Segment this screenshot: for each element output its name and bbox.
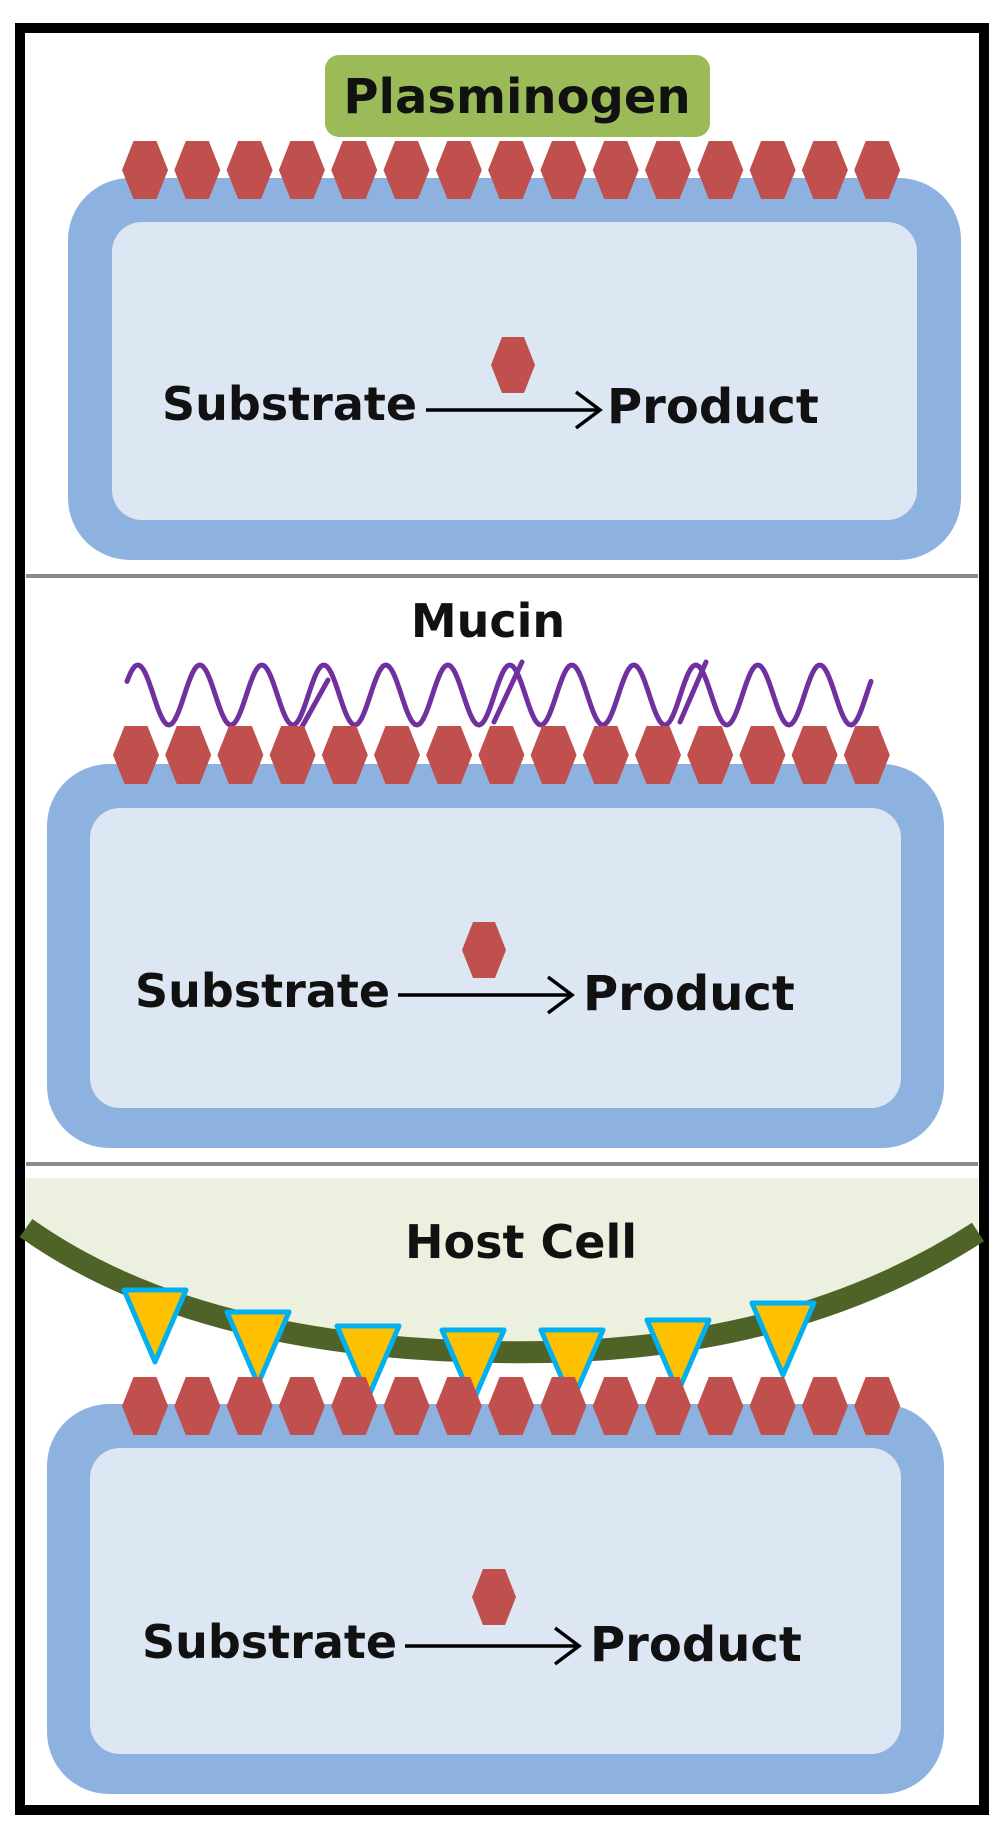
surface-enzyme-bottom-11: [645, 1377, 691, 1435]
host-receptor-7: [749, 1300, 817, 1378]
panel-plasminogen: Plasminogen Substrate Product: [68, 55, 961, 560]
surface-enzyme-top-2: [174, 141, 221, 199]
mucin-strand: [124, 662, 874, 728]
surface-enzyme-middle-1: [113, 726, 159, 784]
surface-enzyme-bottom-15: [854, 1377, 901, 1435]
product-label-1: Product: [607, 379, 819, 435]
surface-enzyme-middle-10: [582, 726, 629, 784]
surface-enzyme-top-6: [383, 141, 430, 199]
surface-enzyme-middle-6: [374, 726, 420, 784]
surface-enzyme-row-2: [113, 726, 890, 784]
reaction-arrowhead-2: [546, 975, 575, 1015]
mucin-crossover-1: [295, 677, 331, 737]
host-cell-cytoplasm: [26, 1178, 978, 1353]
host-receptor-4: [439, 1327, 507, 1405]
product-label-3: Product: [590, 1617, 802, 1673]
surface-enzyme-middle-12: [687, 726, 734, 784]
surface-enzyme-top-7: [435, 141, 482, 199]
product-label-2: Product: [583, 966, 795, 1022]
reaction-arrowhead-1: [574, 390, 603, 430]
plasminogen-label: Plasminogen: [343, 69, 690, 125]
surface-enzyme-row-3: [122, 1377, 901, 1435]
surface-enzyme-bottom-10: [592, 1377, 639, 1435]
surface-enzyme-bottom-6: [383, 1377, 430, 1435]
surface-enzyme-bottom-7: [435, 1377, 482, 1435]
surface-enzyme-middle-5: [321, 726, 368, 784]
panel-host-cell: Host Cell Substrate Product: [19, 1178, 984, 1794]
surface-enzyme-middle-14: [791, 726, 838, 784]
enzyme-3: [472, 1569, 516, 1625]
host-receptor-6: [644, 1317, 712, 1395]
surface-enzyme-top-8: [488, 141, 535, 199]
host-cell-label: Host Cell: [405, 1215, 637, 1269]
surface-enzyme-middle-9: [530, 726, 577, 784]
surface-enzyme-top-13: [749, 141, 796, 199]
surface-enzyme-middle-11: [635, 726, 681, 784]
surface-enzyme-middle-3: [217, 726, 264, 784]
plasminogen-badge: [325, 55, 710, 137]
surface-enzyme-bottom-8: [488, 1377, 535, 1435]
host-receptor-5: [538, 1327, 606, 1405]
surface-enzyme-row-1: [122, 141, 901, 199]
surface-enzyme-top-15: [854, 141, 901, 199]
surface-enzyme-bottom-13: [749, 1377, 796, 1435]
surface-enzyme-top-14: [801, 141, 848, 199]
surface-enzyme-top-3: [226, 141, 273, 199]
surface-enzyme-middle-4: [269, 726, 316, 784]
enzyme-1: [491, 337, 535, 393]
substrate-label-1: Substrate: [162, 377, 417, 431]
surface-enzyme-bottom-1: [122, 1377, 168, 1435]
surface-enzyme-bottom-12: [697, 1377, 744, 1435]
substrate-label-2: Substrate: [135, 964, 390, 1018]
host-receptor-3: [334, 1323, 402, 1401]
mucin-label: Mucin: [411, 594, 565, 648]
surface-enzyme-middle-8: [478, 726, 525, 784]
panel-mucin: Mucin Substrate Product: [47, 594, 944, 1148]
surface-enzyme-middle-7: [426, 726, 473, 784]
surface-enzyme-bottom-9: [540, 1377, 587, 1435]
surface-enzyme-bottom-2: [174, 1377, 221, 1435]
enzyme-2: [462, 922, 506, 978]
surface-enzyme-top-9: [540, 141, 587, 199]
surface-enzyme-top-4: [278, 141, 325, 199]
surface-enzyme-bottom-3: [226, 1377, 273, 1435]
surface-enzyme-top-11: [645, 141, 691, 199]
surface-enzyme-bottom-5: [331, 1377, 378, 1435]
surface-enzyme-top-10: [592, 141, 639, 199]
surface-enzyme-top-12: [697, 141, 744, 199]
surface-enzyme-top-5: [331, 141, 378, 199]
host-receptor-row: [121, 1287, 817, 1405]
mucin-crossover-2: [491, 659, 525, 725]
surface-enzyme-top-1: [122, 141, 168, 199]
mucin-crossover-3: [677, 659, 709, 725]
surface-enzyme-bottom-14: [801, 1377, 848, 1435]
surface-enzyme-middle-13: [739, 726, 786, 784]
surface-enzyme-middle-15: [843, 726, 890, 784]
surface-enzyme-bottom-4: [278, 1377, 325, 1435]
reaction-arrowhead-3: [553, 1626, 582, 1666]
host-receptor-2: [224, 1309, 292, 1387]
host-receptor-1: [121, 1287, 189, 1365]
surface-enzyme-middle-2: [165, 726, 212, 784]
substrate-label-3: Substrate: [142, 1615, 397, 1669]
